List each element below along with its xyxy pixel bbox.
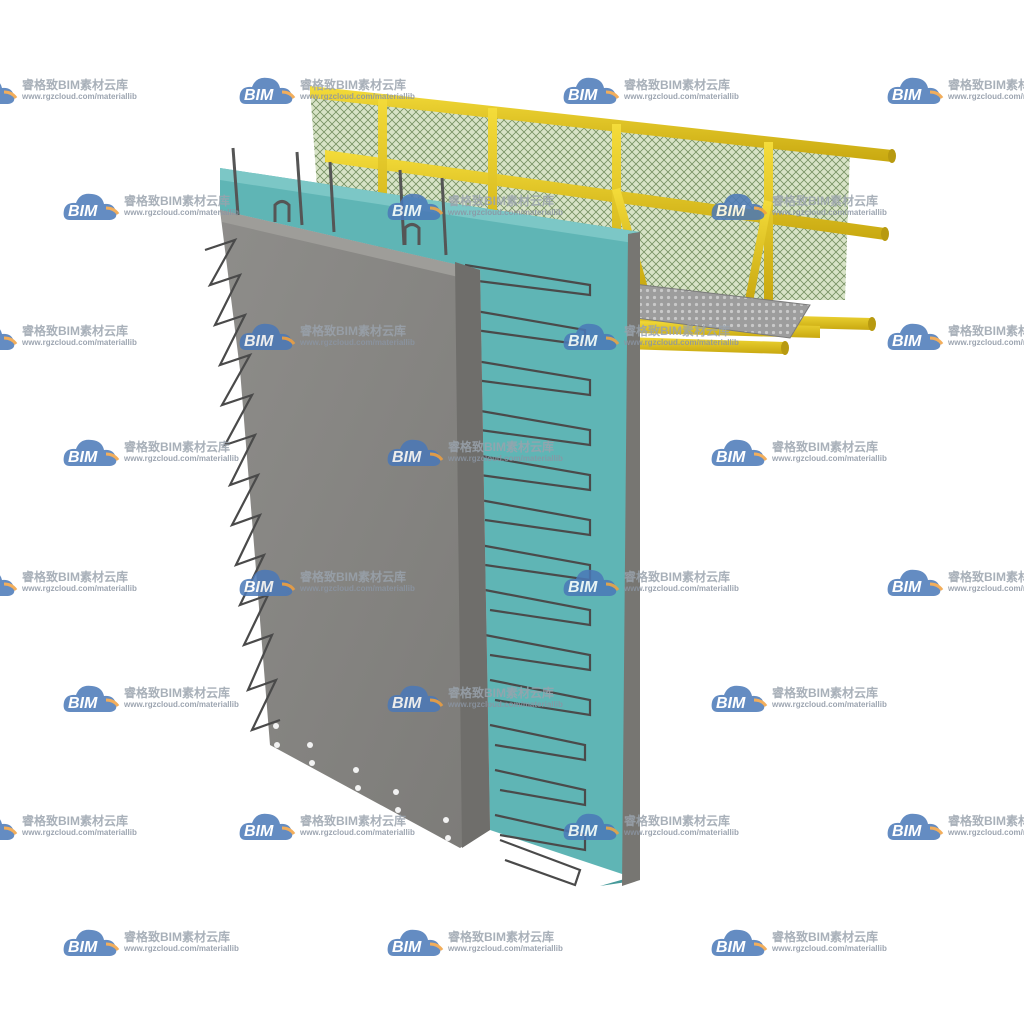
outer-concrete-leaf <box>622 232 640 886</box>
grout-sleeve-holes <box>273 723 451 841</box>
top-rail <box>310 86 892 162</box>
rebar-zigzag <box>204 238 281 732</box>
railing-brace <box>745 200 772 302</box>
rebar-ties <box>464 263 592 887</box>
guard-railing <box>310 86 896 355</box>
railing-post <box>612 124 621 304</box>
railing-post <box>764 142 773 302</box>
railing-post <box>488 108 497 278</box>
railing-post <box>378 94 387 264</box>
inner-concrete-leaf <box>220 210 490 848</box>
